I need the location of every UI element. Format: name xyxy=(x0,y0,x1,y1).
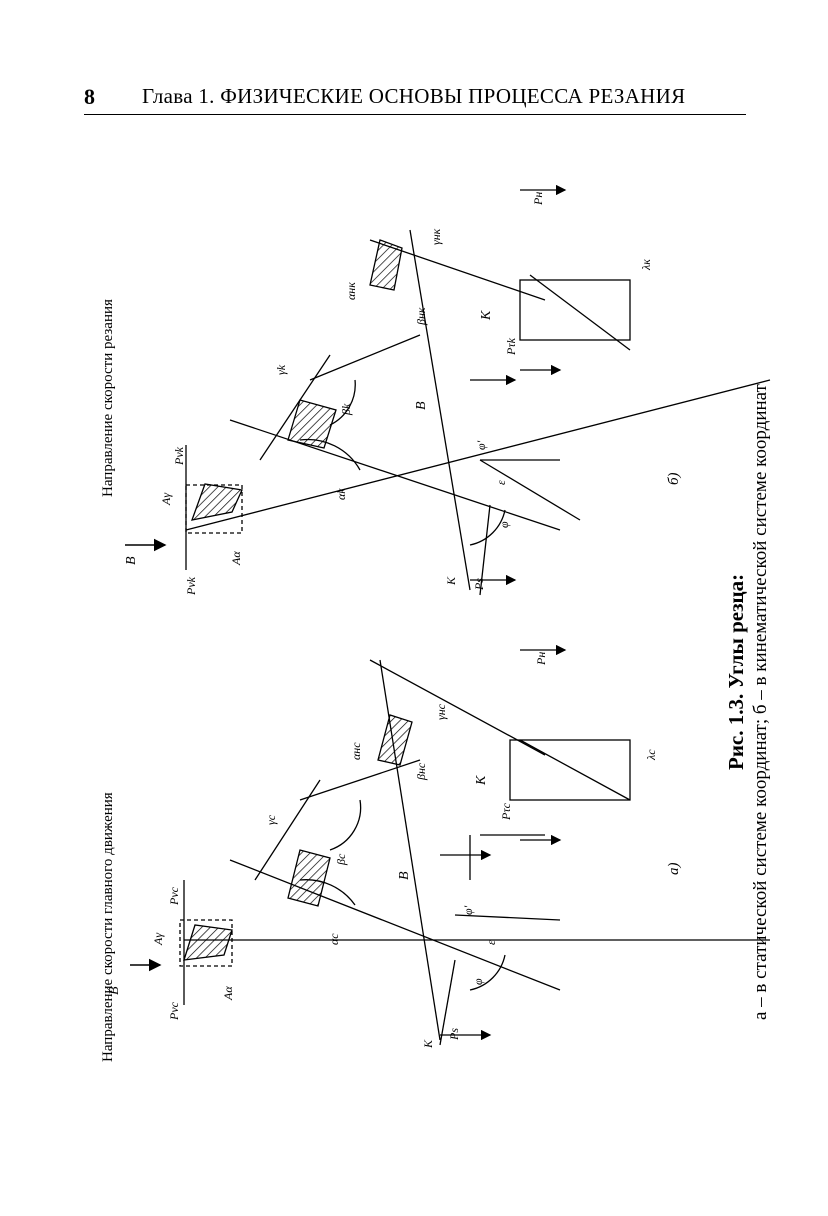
subfigure-a xyxy=(130,644,770,1046)
label-alpha-nc: αнс xyxy=(349,742,363,760)
plane-pnc-a xyxy=(229,859,561,991)
label-alpha-k: αk xyxy=(334,488,348,500)
labels-b: B Pvk Pvk Aγ Aα αk βk γk K Ps φ φ' ε Pτk… xyxy=(124,192,682,596)
label-beta-k: βk xyxy=(339,403,353,416)
label-b-b: B xyxy=(124,556,139,565)
subfigure-b xyxy=(125,184,771,596)
label-phi1-a: φ' xyxy=(461,905,475,915)
velocity-line-b xyxy=(185,379,771,531)
label-k-mid-a: K xyxy=(474,775,489,786)
page-header: 8 Глава 1. ФИЗИЧЕСКИЕ ОСНОВЫ ПРОЦЕССА РЕ… xyxy=(84,84,746,114)
label-phi-b: φ xyxy=(497,521,511,528)
label-alpha-c: αc xyxy=(327,933,341,945)
label-gamma-k: γk xyxy=(274,364,288,375)
label-pvc-top-a: Pvc xyxy=(167,886,181,906)
label-phi1-b: φ' xyxy=(474,440,488,450)
cutter-section-b xyxy=(190,483,243,521)
figure-caption-title: Рис. 1.3. Углы резца: xyxy=(724,573,748,770)
label-gamma-c: γc xyxy=(264,814,278,825)
header-rule xyxy=(84,114,746,115)
cutter-section-b2 xyxy=(287,399,337,449)
sublabel-b: б) xyxy=(666,472,682,485)
label-ptk-b: Pτk xyxy=(504,337,518,356)
label-k-a: K xyxy=(421,1039,435,1049)
label-beta-nk: βнк xyxy=(414,307,428,326)
direction-label-a: Направление скорости главного движения xyxy=(100,792,116,1062)
cutter-section-a3 xyxy=(377,714,413,766)
cutter-section-b3 xyxy=(369,239,403,291)
figure-caption-subtitle: а – в статической системе координат; б –… xyxy=(750,384,771,1020)
label-gamma-nk: γнк xyxy=(429,228,443,245)
label-lambda-k: λк xyxy=(639,259,653,271)
label-pn-b: Pн xyxy=(531,192,545,206)
label-aalpha-a: Aα xyxy=(221,986,235,1001)
label-gamma-nc: γнс xyxy=(434,703,448,720)
cutter-section-a xyxy=(183,924,233,961)
sublabel-a: а) xyxy=(666,863,682,876)
label-epsilon-b: ε xyxy=(494,480,508,485)
plane-pnk-b xyxy=(229,419,561,531)
chapter-title: Глава 1. ФИЗИЧЕСКИЕ ОСНОВЫ ПРОЦЕССА РЕЗА… xyxy=(142,84,686,108)
label-b-center-b: B xyxy=(414,401,429,410)
label-epsilon-a: ε xyxy=(484,940,498,945)
label-pvc-bottom-a: Pvc xyxy=(167,1001,181,1021)
label-ps-a: Ps xyxy=(447,1028,461,1041)
label-agamma-a: Aγ xyxy=(151,933,165,946)
label-alpha-nk: αнк xyxy=(344,282,358,300)
label-pvk-bottom-b: Pvk xyxy=(184,576,198,596)
label-beta-nc: βнс xyxy=(414,762,428,781)
label-pvk-top-b: Pvk xyxy=(172,446,186,466)
label-beta-c: βc xyxy=(334,853,348,866)
label-k-b: K xyxy=(444,576,458,586)
label-agamma-b: Aγ xyxy=(159,493,173,506)
direction-label-b: Направление скорости резания xyxy=(100,299,116,497)
label-k-mid-b: K xyxy=(479,310,494,321)
label-b-a: B xyxy=(107,986,122,995)
labels-a: B Pvc Pvc Aγ Aα αc βc γc K Ps φ φ' ε Pτc… xyxy=(107,652,682,1049)
label-aalpha-b: Aα xyxy=(229,551,243,566)
page-number: 8 xyxy=(84,84,95,109)
label-lambda-c: λc xyxy=(644,749,658,761)
label-ps-b: Ps xyxy=(472,578,486,591)
cutter-section-a2 xyxy=(287,849,331,907)
label-ptc-a: Pτc xyxy=(499,802,513,821)
label-pn-a: Pн xyxy=(534,652,548,666)
label-b-center-a: B xyxy=(397,871,412,880)
label-phi-a: φ xyxy=(471,978,485,985)
